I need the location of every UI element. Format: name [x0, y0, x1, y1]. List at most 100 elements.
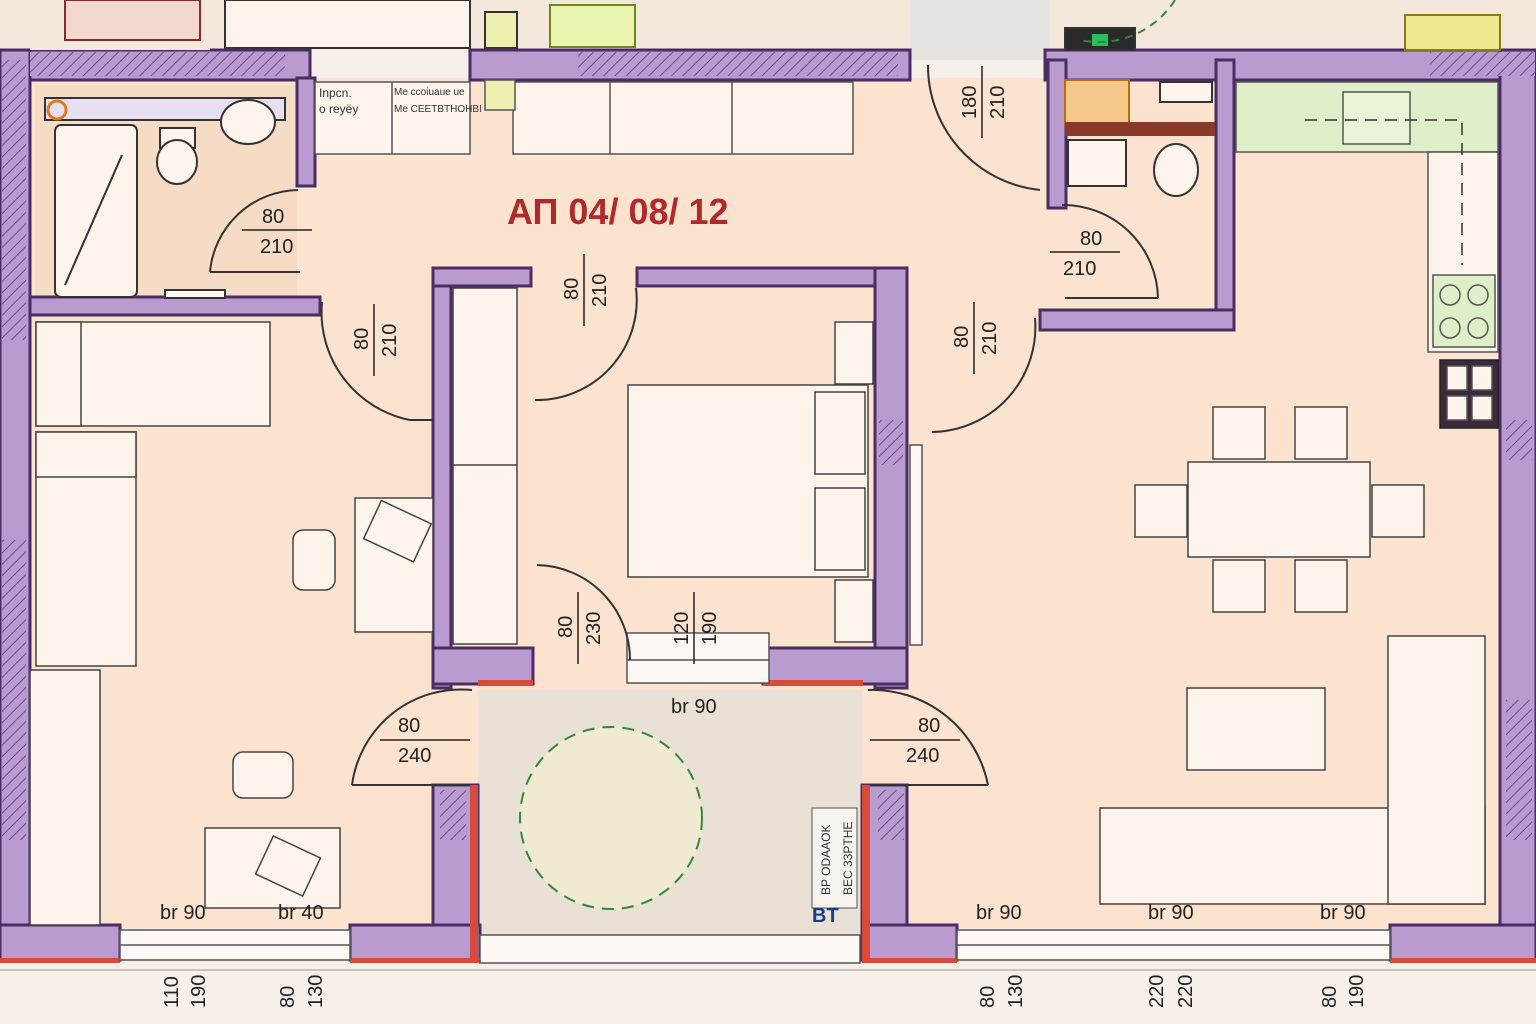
- left-laptop-1: [362, 499, 433, 563]
- left-wardrobe: [29, 669, 101, 926]
- door-arc-corridor: [534, 287, 638, 402]
- door-dim-corridor: 80 210: [561, 254, 611, 326]
- fridge-cell-4: [1471, 395, 1493, 421]
- door-dimensions: 80 210 80 210 80 210 80 210 80 210 180 2…: [242, 66, 1120, 767]
- bottom-dim-10: 190: [1346, 975, 1368, 1008]
- wall-bottom-right-b: [1388, 923, 1536, 962]
- wc-sink: [1067, 139, 1127, 187]
- hatch-right-a: [1506, 420, 1532, 460]
- bed-nightstand-2: [834, 579, 874, 643]
- wc-fixtures: [1064, 79, 1215, 197]
- bottom-dim-6: 130: [1005, 975, 1027, 1008]
- door-dim-corr-bottom-w: 80: [555, 616, 577, 638]
- door-dim-terrace-r-h: 240: [906, 745, 939, 767]
- window-label-right-1: br 90: [976, 902, 1022, 924]
- hatch-left-b: [2, 540, 26, 840]
- bed-nightstand-1: [834, 321, 874, 385]
- door-dim-bath-h: 210: [260, 236, 293, 258]
- door-arc-terrace-left: [351, 688, 473, 786]
- door-dim-wc-h: 210: [1063, 258, 1096, 280]
- hatch-top-right: [1430, 52, 1535, 76]
- door-dim-bath-w: 80: [262, 206, 284, 228]
- brick-7: [862, 958, 957, 963]
- door-arc-corr-bottom: [536, 564, 631, 661]
- door-dim-top: 180 210: [959, 66, 1009, 138]
- hatch-right-b: [1506, 700, 1532, 840]
- bed-pillow-2: [814, 487, 866, 571]
- kitchen-hob: [1432, 274, 1496, 348]
- brick-4: [763, 680, 863, 686]
- door-swings: [209, 0, 1176, 786]
- wall-bed-bottom: [761, 646, 909, 686]
- bottom-dim-9: 80: [1319, 986, 1341, 1008]
- floor-top-grey: [910, 0, 1050, 60]
- hatch-terrace-r: [878, 790, 904, 840]
- window-side-bed: [909, 444, 923, 646]
- bathroom-fixtures: [44, 97, 286, 299]
- window-label-right-2: br 90: [1148, 902, 1194, 924]
- top-note-3: Me ccoiuaue ue: [394, 87, 465, 98]
- wall-corridor-top: [431, 266, 533, 288]
- top-sink-a: [484, 11, 518, 49]
- hob-ring-1: [1439, 284, 1461, 306]
- living-furniture: [1099, 406, 1486, 905]
- wall-wc-bottom: [1038, 308, 1236, 332]
- wc-toilet-icon: [1153, 143, 1199, 197]
- kitchen: [1235, 81, 1499, 429]
- wc-shelf: [1065, 122, 1215, 136]
- door-arc-bed: [931, 317, 1037, 433]
- wardrobe-top: [512, 81, 854, 155]
- dining-chair-4: [1294, 559, 1348, 613]
- side-notes: BP ODAAOK BEC 33PTHE: [819, 822, 855, 895]
- bottom-dim-3: 80: [277, 986, 299, 1008]
- top-radiator: [64, 0, 201, 41]
- door-dim-corridor-w: 80: [561, 278, 583, 300]
- door-dim-bed-window-w: 120: [671, 612, 693, 645]
- door-dim-wc-w: 80: [1080, 228, 1102, 250]
- brick-2: [862, 785, 870, 960]
- dining-chair-6: [1371, 484, 1425, 538]
- wc-mirror: [1159, 81, 1213, 103]
- door-dim-corridor-h: 210: [589, 274, 611, 307]
- top-cabinet-a: [224, 0, 471, 49]
- notes: Inpcn. o reyëy Me ccoiuaue ue Me CEETBTH…: [319, 86, 855, 927]
- sofa-side: [1387, 635, 1486, 905]
- bottom-dim-1: 110: [161, 976, 183, 1008]
- fridge-cell-1: [1446, 365, 1468, 391]
- door-dim-top-w: 180: [959, 86, 981, 119]
- dining-chair-5: [1134, 484, 1188, 538]
- door-dim-bed-window-h: 190: [699, 612, 721, 645]
- top-note-1: Inpcn.: [319, 86, 352, 100]
- corridor-wardrobe-box: [452, 287, 518, 645]
- small-sink: [484, 79, 516, 111]
- door-dim-left-room-h: 210: [379, 324, 401, 357]
- top-panel-yellow: [1404, 14, 1501, 51]
- side-tag: BT: [812, 905, 839, 927]
- window-bed: [626, 632, 770, 684]
- terrace-side-panel: [811, 807, 858, 909]
- left-bed-2-pillow: [35, 431, 137, 478]
- door-dim-left-room: 80 210: [351, 304, 401, 376]
- main-bedroom-furniture: [627, 321, 874, 643]
- door-dim-left-room-w: 80: [351, 328, 373, 350]
- kitchen-sink: [1342, 91, 1411, 145]
- brick-8: [1390, 958, 1536, 963]
- hatch-terrace-l: [440, 790, 466, 840]
- window-label-left-2: br 40: [278, 902, 324, 924]
- dining-chair-3: [1212, 559, 1266, 613]
- window-label-right-3: br 90: [1320, 902, 1366, 924]
- terrace-elements: [519, 726, 858, 910]
- window-label-left-1: br 90: [160, 902, 206, 924]
- side-note-2: BEC 33PTHE: [841, 822, 855, 895]
- hob-ring-2: [1467, 284, 1489, 306]
- hob-ring-3: [1439, 317, 1461, 339]
- top-note-2: o reyëy: [319, 102, 358, 116]
- brick-3: [478, 680, 533, 686]
- door-dim-terrace-l-h: 240: [398, 745, 431, 767]
- window-labels: br 90 br 90 br 40 br 90 br 90 br 90: [160, 696, 1366, 924]
- wall-bottom-right-a: [860, 923, 959, 962]
- wall-bath-bottom: [28, 295, 322, 317]
- door-dim-terrace-r-w: 80: [918, 715, 940, 737]
- top-panel-green: [549, 4, 636, 48]
